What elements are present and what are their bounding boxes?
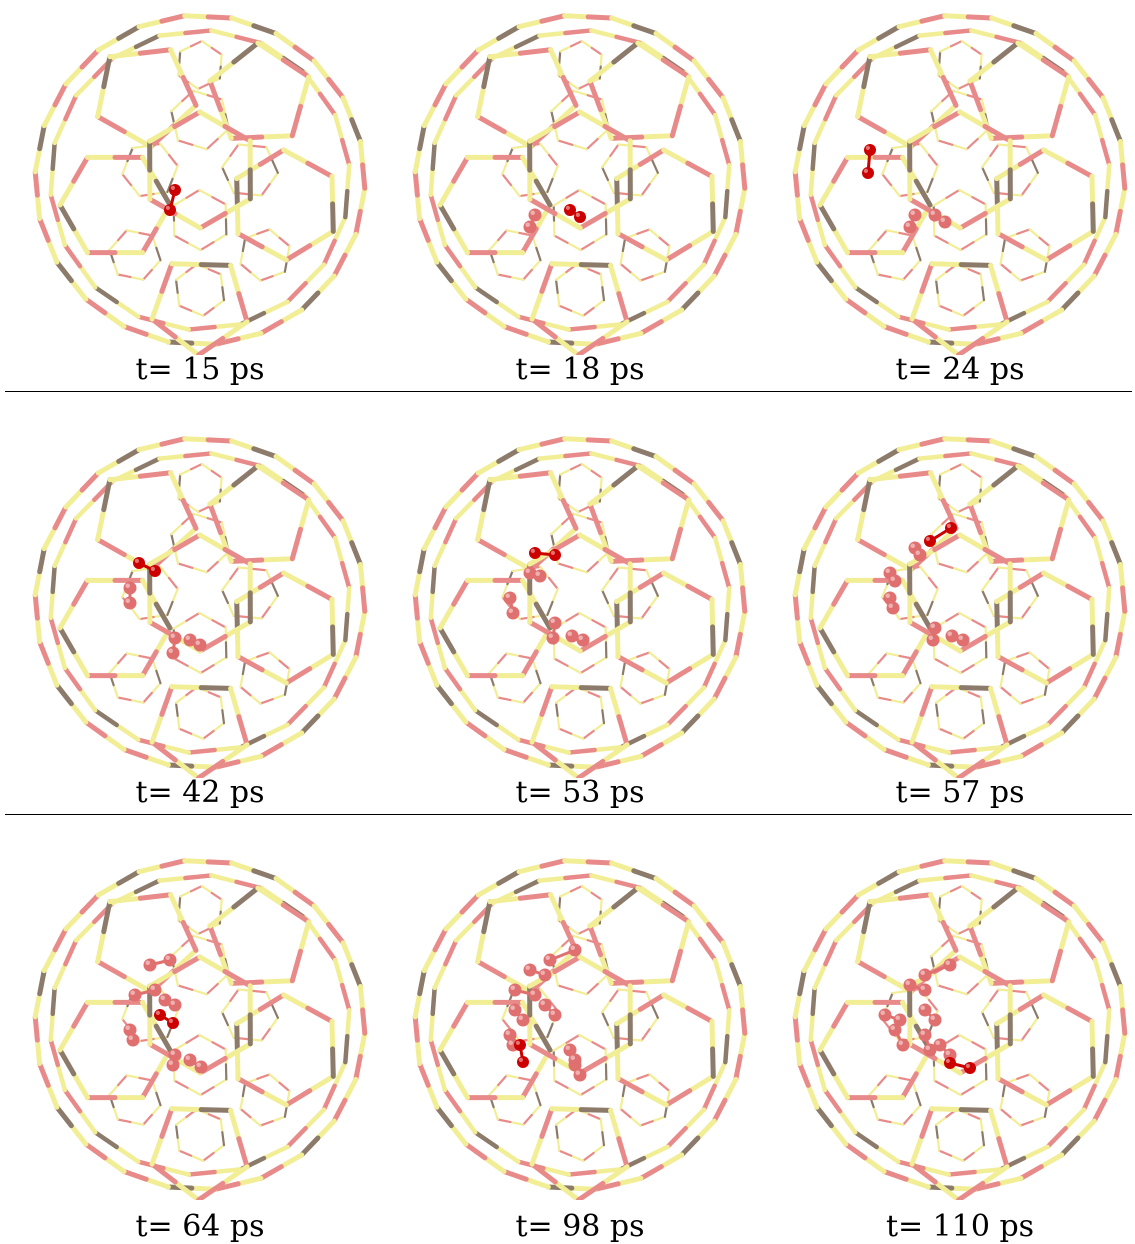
cage-framework (415, 861, 745, 1200)
panel-1-caption: t= 15 ps (15, 355, 385, 385)
panel-4-caption: t= 42 ps (15, 778, 385, 808)
panel-4 (15, 428, 385, 778)
panel-1 (15, 5, 385, 355)
cage-snapshot-image (775, 428, 1135, 778)
cage-framework (795, 861, 1125, 1200)
panel-8-caption: t= 98 ps (395, 1212, 765, 1242)
cage-framework (795, 439, 1125, 778)
cage-snapshot-image (15, 428, 385, 778)
panel-7-caption: t= 64 ps (15, 1212, 385, 1242)
panel-2 (395, 5, 765, 355)
cage-framework (795, 16, 1125, 355)
panel-9 (775, 850, 1135, 1200)
oxygen-molecules (884, 522, 970, 647)
cage-framework (35, 439, 365, 778)
row-divider-1 (5, 391, 1132, 392)
cage-snapshot-image (15, 5, 385, 355)
panel-5 (395, 428, 765, 778)
panel-3-caption: t= 24 ps (775, 355, 1135, 385)
panel-6-caption: t= 57 ps (775, 778, 1135, 808)
cage-snapshot-image (15, 850, 385, 1200)
cage-snapshot-image (395, 850, 765, 1200)
cage-snapshot-image (395, 428, 765, 778)
panel-9-caption: t= 110 ps (775, 1212, 1135, 1242)
cage-framework (35, 861, 365, 1200)
cage-framework (415, 16, 745, 355)
cage-framework (415, 439, 745, 778)
panel-2-caption: t= 18 ps (395, 355, 765, 385)
cage-snapshot-image (775, 850, 1135, 1200)
panel-3 (775, 5, 1135, 355)
cage-snapshot-image (775, 5, 1135, 355)
panel-5-caption: t= 53 ps (395, 778, 765, 808)
panel-8 (395, 850, 765, 1200)
cage-snapshot-image (395, 5, 765, 355)
panel-6 (775, 428, 1135, 778)
row-divider-2 (5, 814, 1132, 815)
cage-framework (35, 16, 365, 355)
panel-7 (15, 850, 385, 1200)
